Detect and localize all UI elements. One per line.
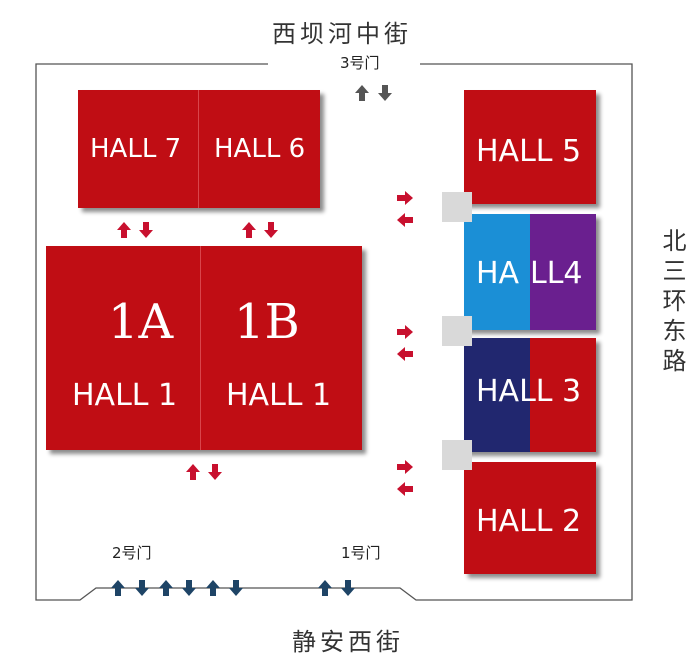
hall-5-label: HALL 5 — [476, 134, 582, 169]
connector-hall4-hall3 — [442, 316, 472, 346]
hall-2-label: HALL 2 — [476, 504, 582, 539]
hall-1a-label: HALL 1 — [72, 378, 178, 413]
connector-hall3-hall2 — [442, 440, 472, 470]
gate-1-label: 1号门 — [341, 544, 381, 562]
hall-7-label: HALL 7 — [90, 134, 182, 164]
hall-4-left-label: HA — [476, 256, 520, 291]
hall-1b-code: 1B — [234, 294, 300, 350]
hall-3-block[interactable]: HALL 3 — [464, 338, 596, 452]
hall-3-label: HALL 3 — [476, 374, 582, 409]
hall-2-block[interactable]: HALL 2 — [464, 462, 596, 574]
street-north-label: 西坝河中街 — [272, 20, 412, 48]
hall-7-6-arrows — [117, 222, 278, 238]
hall-5-block[interactable]: HALL 5 — [464, 90, 596, 204]
gate-3-label: 3号门 — [340, 54, 380, 72]
gate-2-label: 2号门 — [112, 544, 152, 562]
gate-3-arrows — [355, 85, 392, 101]
street-south-label: 静安西街 — [292, 628, 404, 656]
east-side-arrows — [397, 191, 413, 496]
hall-1b-label: HALL 1 — [226, 378, 332, 413]
gate-2-arrows — [111, 580, 243, 596]
hall-1-bottom-arrows — [186, 464, 222, 480]
street-east-label: 北三环东路 — [658, 228, 686, 378]
hall-7-6-block[interactable]: HALL 7 HALL 6 — [78, 90, 320, 208]
hall-4-block[interactable]: HA LL4 — [464, 214, 596, 330]
gate-1-arrows — [318, 580, 355, 596]
hall-4-right-label: LL4 — [530, 256, 583, 291]
hall-6-label: HALL 6 — [214, 134, 306, 164]
hall-1a-code: 1A — [108, 294, 174, 350]
hall-1-block[interactable]: 1A HALL 1 1B HALL 1 — [46, 246, 362, 450]
connector-hall5-hall4 — [442, 192, 472, 222]
